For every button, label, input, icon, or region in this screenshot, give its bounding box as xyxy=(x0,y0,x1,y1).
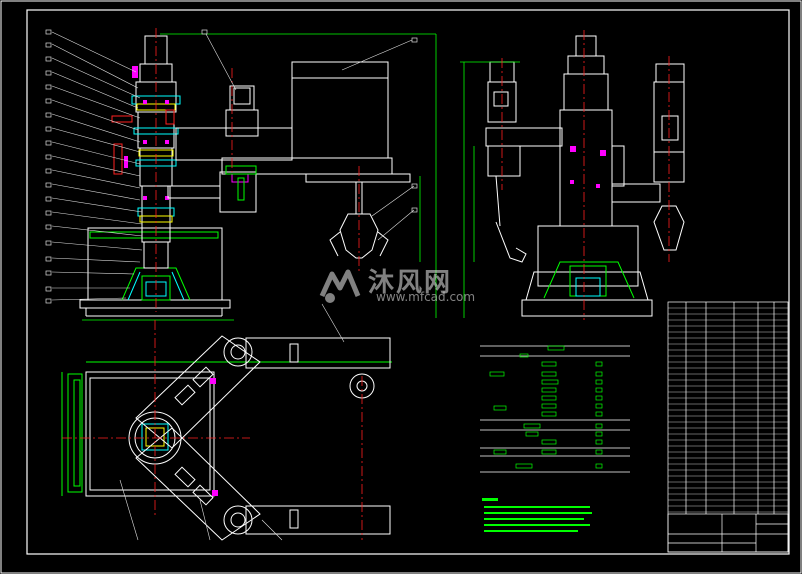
front-elevation-view xyxy=(45,28,437,321)
plan-base-green xyxy=(61,361,392,496)
horizontal-arm xyxy=(167,61,393,213)
plan-view xyxy=(61,303,392,541)
watermark: 沐风网 www.mfcad.com xyxy=(318,262,488,306)
parameter-table xyxy=(480,345,630,473)
side-base-cyan xyxy=(575,277,601,297)
plan-leaders xyxy=(119,303,345,541)
side-column xyxy=(485,35,661,227)
parts-list-rows xyxy=(668,307,788,513)
technical-notes xyxy=(482,498,592,532)
side-base xyxy=(521,225,653,317)
column-hatch xyxy=(124,66,169,200)
side-hatch xyxy=(570,146,606,188)
front-centerlines xyxy=(155,28,360,312)
mfcad-logo-icon xyxy=(319,269,361,303)
side-dimensions xyxy=(460,61,520,318)
side-base-inner xyxy=(543,261,635,299)
plan-hatch xyxy=(210,378,218,496)
plan-base xyxy=(85,371,215,497)
leader-lines xyxy=(51,31,415,301)
plan-centerlines xyxy=(62,320,363,540)
base-plinth xyxy=(79,227,231,317)
red-parts xyxy=(111,109,175,175)
side-centerlines xyxy=(501,30,670,320)
gripper-front xyxy=(305,173,411,259)
arm-green xyxy=(225,165,257,201)
side-elevation-view xyxy=(460,30,685,320)
parts-list xyxy=(667,301,789,553)
watermark-brand: 沐风网 xyxy=(368,268,453,298)
balloon-marks xyxy=(45,29,418,304)
watermark-url: www.mfcad.com xyxy=(376,290,476,304)
